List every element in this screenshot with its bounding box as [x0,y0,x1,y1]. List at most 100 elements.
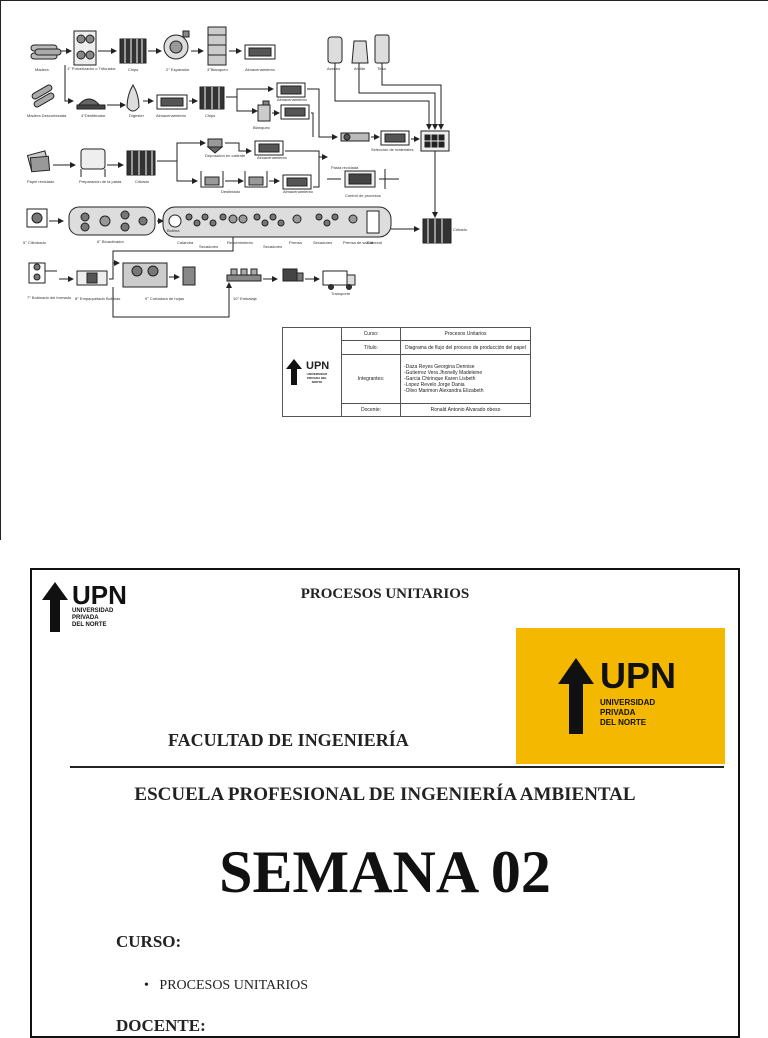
integrantes-list: -Daza Reyes Georgina Dennise -Gutierrez … [400,353,531,404]
papel-reciclado-stack [26,150,51,173]
cover-curso-label: CURSO: [116,932,182,951]
label-cilindrado: 5° Cilindrado [23,240,47,245]
curso-key: Curso: [341,326,401,342]
label-digester: Digester [129,113,145,118]
pulper-tank [80,148,106,177]
label-arcilla: Arcilla [354,66,366,71]
cover-curso-text: PROCESOS UNITARIOS [159,978,309,993]
aceites-drum [327,36,343,64]
label-prensa: Prensa [289,240,302,245]
titulo-key: Título: [341,340,401,355]
titulo-value: Diagrama de flujo del proceso de producc… [400,340,531,355]
label-empaquetado: 8° Empaquetado Bobinas [75,296,120,301]
label-madera: Madera [35,67,49,72]
upn-arrow-icon [286,359,302,385]
esparador-drum [163,30,190,60]
integrante: -Garcia Chirinque Karen Lisbeth [404,375,476,382]
cover-rule [70,766,724,768]
label-blanqueo: 3°Blanqueo [207,67,229,72]
control-panel [420,130,450,152]
empaquetado-machine [76,270,108,286]
mixer-pump [340,132,370,142]
brand-sub-line: UNIVERSIDAD [72,608,114,614]
label-secadores-1: Secadores [199,244,218,249]
label-secadores-2: Secadores [263,244,282,249]
label-preparacion-pasta: Preparación de la pasta [79,179,122,184]
cover-docente-label: DOCENTE: [116,1016,206,1035]
label-chips-2: Chips [205,113,215,118]
almacenamiento-tank-5 [282,174,312,190]
cribado-screen-2 [422,218,452,244]
truck [322,270,356,290]
page-gap [0,540,768,570]
almacenamiento-tank-1 [244,44,276,60]
deposicion-unit [206,138,224,154]
cover-brand-yellow: UPN [600,655,677,696]
tinta-bottle [374,34,390,64]
cover-brand-sub-small: UNIVERSIDAD PRIVADA DEL NORTE [72,608,127,629]
diagram-page: Madera 1° Pulverizador o Triturador Chip… [0,0,768,540]
almacenamiento-tank-2 [156,94,188,110]
bioactivador-unit [68,206,156,236]
almacenamiento-tank-4 [254,140,284,156]
label-almacenamiento-2: Almacenamiento [156,113,187,118]
arcilla-bag [351,40,369,64]
integrante: -Daza Reyes Georgina Dennise [404,363,475,370]
label-secadores-3: Secadores [313,240,332,245]
label-bobina: Bobina [167,228,180,233]
embalaje-conveyor [226,268,262,282]
cover-facultad: FACULTAD DE INGENIERÍA [168,730,409,750]
brand-sub-line: UNIVERSIDAD [600,698,656,707]
label-almacenamiento-1: Almacenamiento [245,67,276,72]
curso-value: Procesos Unitarios [400,326,531,342]
integrante: -Gutierrez Vera Jhonelly Madeleine [404,369,483,376]
cover-logo-small: UPN UNIVERSIDAD PRIVADA DEL NORTE [42,582,127,632]
integrantes-key: Integrantes: [341,353,401,404]
cribado-screen-1 [126,150,156,176]
label-pasta-reciclada: Pasta reciclada [331,165,359,170]
label-almacenamiento-5: Almacenamiento [283,189,314,194]
label-triturador: 1° Pulverizador o Triturador [67,66,116,71]
title-block-logo: UPN UNIVERSIDAD PRIVADA DEL NORTE [282,327,342,417]
flow-diagram: Madera 1° Pulverizador o Triturador Chip… [23,26,468,318]
title-block-brand-sub: UNIVERSIDAD PRIVADA DEL NORTE [306,371,328,384]
label-deposicion: Deposición en caliente [205,153,246,158]
label-aceites: Aceites [327,66,340,71]
cover-header: PROCESOS UNITARIOS [300,586,470,602]
label-chips-1: Chips [128,67,138,72]
label-almacenamiento-3: Almacenamiento [277,97,308,102]
forklift [282,268,304,282]
logs-icon [30,44,62,60]
label-cabezal: Cabezal [367,240,382,245]
triturador-machine [73,30,97,66]
desfibrador-machine [75,98,106,110]
paper-machine [162,206,392,238]
digester-tank [126,84,140,112]
bullet-icon: • [144,978,160,993]
label-calandra: Calandra [177,240,194,245]
brand-sub-line: DEL NORTE [72,622,107,628]
label-prensa-salida: Prensa de salida [343,240,374,245]
cover-escuela: ESCUELA PROFESIONAL DE INGENIERÍA AMBIEN… [134,784,636,805]
title-block-table: UPN UNIVERSIDAD PRIVADA DEL NORTE Curso:… [282,326,531,418]
blanqueo-tower [207,26,227,66]
label-bobinado: 7° Bobinado del formado [27,295,72,300]
label-blanqueo-2: Blanqueo [253,125,271,130]
madera-descortezada-icon [31,84,55,108]
label-recubrimiento: Recubrimiento [227,240,254,245]
destintado-tanks [200,171,268,188]
label-desfibrador: 4°Desfibrador [81,113,106,118]
blanqueo-tank [257,100,271,122]
label-embalaje: 10° Embalaje [233,296,258,301]
cover-brand-sub-yellow: UNIVERSIDAD PRIVADA DEL NORTE [600,698,676,728]
cover-logo-yellow: UPN UNIVERSIDAD PRIVADA DEL NORTE [516,628,725,764]
almacenamiento-tank-3 [276,82,306,98]
cover-brand-small: UPN [72,580,127,610]
brand-sub-line: DEL NORTE [600,718,647,727]
label-seleccion: Selección de materiales [371,147,413,152]
label-bioactivador: 6° Bioactivador [97,239,125,244]
brand-sub-line: PRIVADA [600,708,636,717]
cover-page: UPN UNIVERSIDAD PRIVADA DEL NORTE PROCES… [30,568,740,1038]
cover-semana: SEMANA 02 [219,839,551,905]
integrante: -Lopez Revelo Jorge Dania [404,381,465,388]
